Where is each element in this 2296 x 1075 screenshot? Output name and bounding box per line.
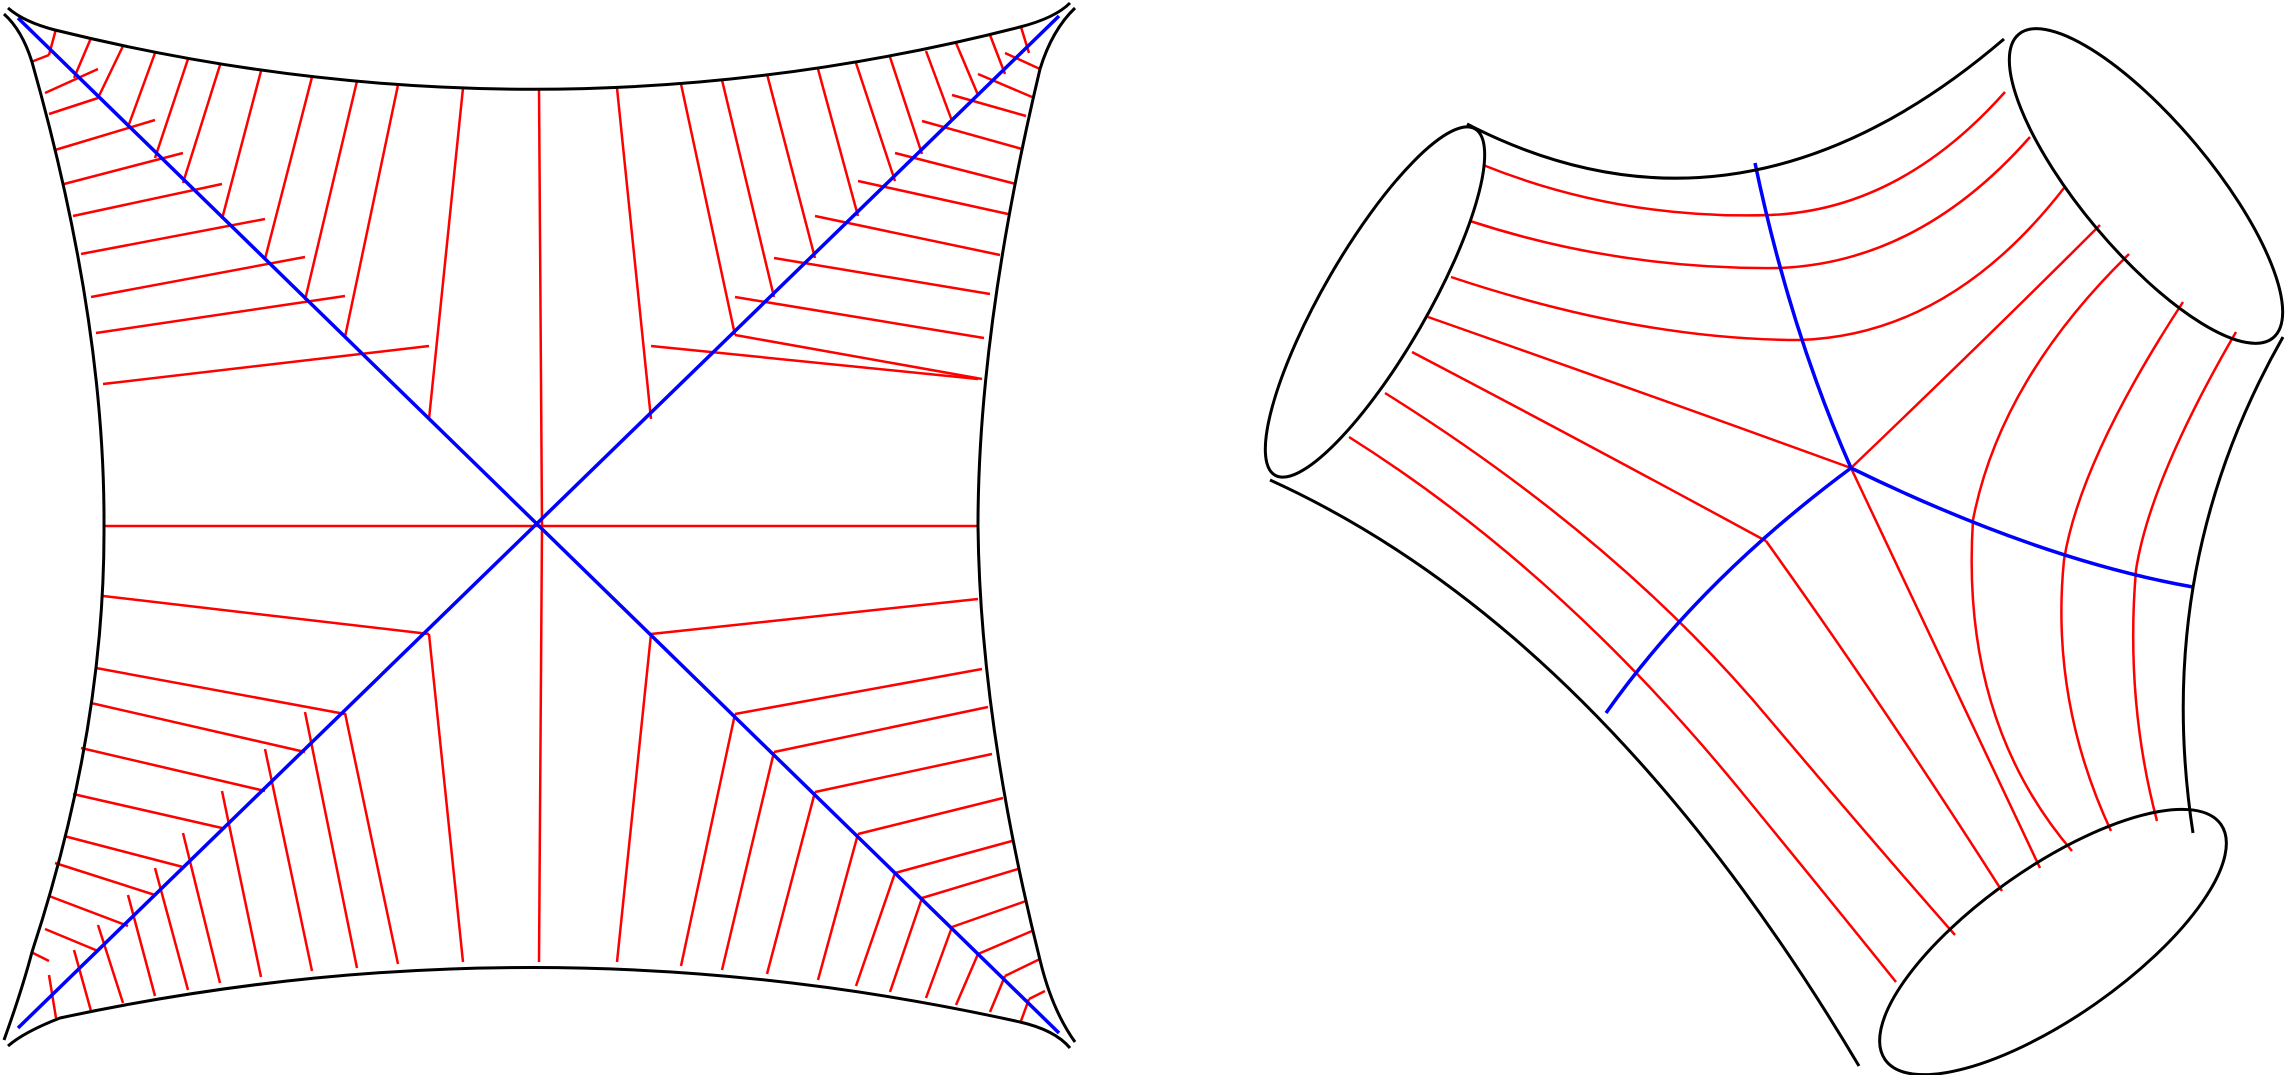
right-panel-pair-of-pants	[1263, 27, 2285, 1075]
left-boundary-geodesics	[2, 1, 1077, 1049]
left-panel-quadrilateral	[2, 1, 1077, 1049]
left-spine-diagonals	[16, 14, 1061, 1035]
right-boundary-cuffs	[1263, 27, 2285, 1075]
right-spine-graph	[1604, 162, 2194, 715]
right-foliation-curves	[1348, 91, 2238, 983]
